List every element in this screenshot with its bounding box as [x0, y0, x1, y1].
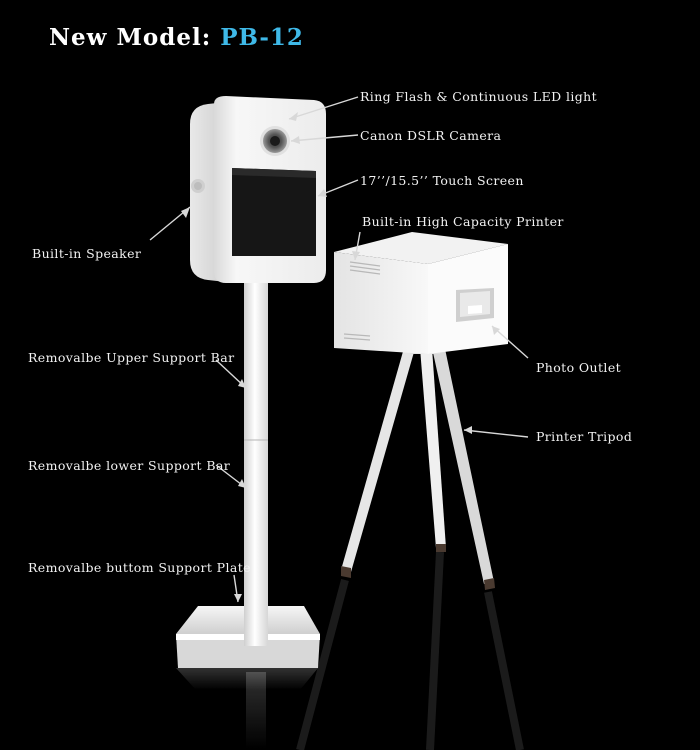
- title-model: PB-12: [220, 24, 304, 51]
- label-tripod: Printer Tripod: [536, 429, 633, 444]
- label-screen: 17’’/15.5’’ Touch Screen: [360, 173, 524, 188]
- label-bottom-plate: Removalbe buttom Support Plate: [28, 560, 251, 575]
- title-prefix: New Model:: [49, 24, 221, 51]
- label-upper-bar: Removalbe Upper Support Bar: [28, 350, 235, 365]
- label-printer: Built-in High Capacity Printer: [362, 214, 564, 229]
- floor-reflection: [176, 551, 524, 750]
- printer-tripod: [341, 340, 495, 590]
- label-photo-outlet: Photo Outlet: [536, 360, 622, 375]
- leader-arrowheads: [181, 112, 500, 602]
- label-speaker: Built-in Speaker: [32, 246, 142, 261]
- label-ring-flash: Ring Flash & Continuous LED light: [360, 89, 598, 104]
- label-lower-bar: Removalbe lower Support Bar: [28, 458, 231, 473]
- page-title: New Model: PB-12: [49, 24, 304, 51]
- label-camera: Canon DSLR Camera: [360, 128, 502, 143]
- printer-box: [334, 232, 508, 354]
- booth-head: [190, 96, 326, 283]
- support-pole: [244, 276, 268, 646]
